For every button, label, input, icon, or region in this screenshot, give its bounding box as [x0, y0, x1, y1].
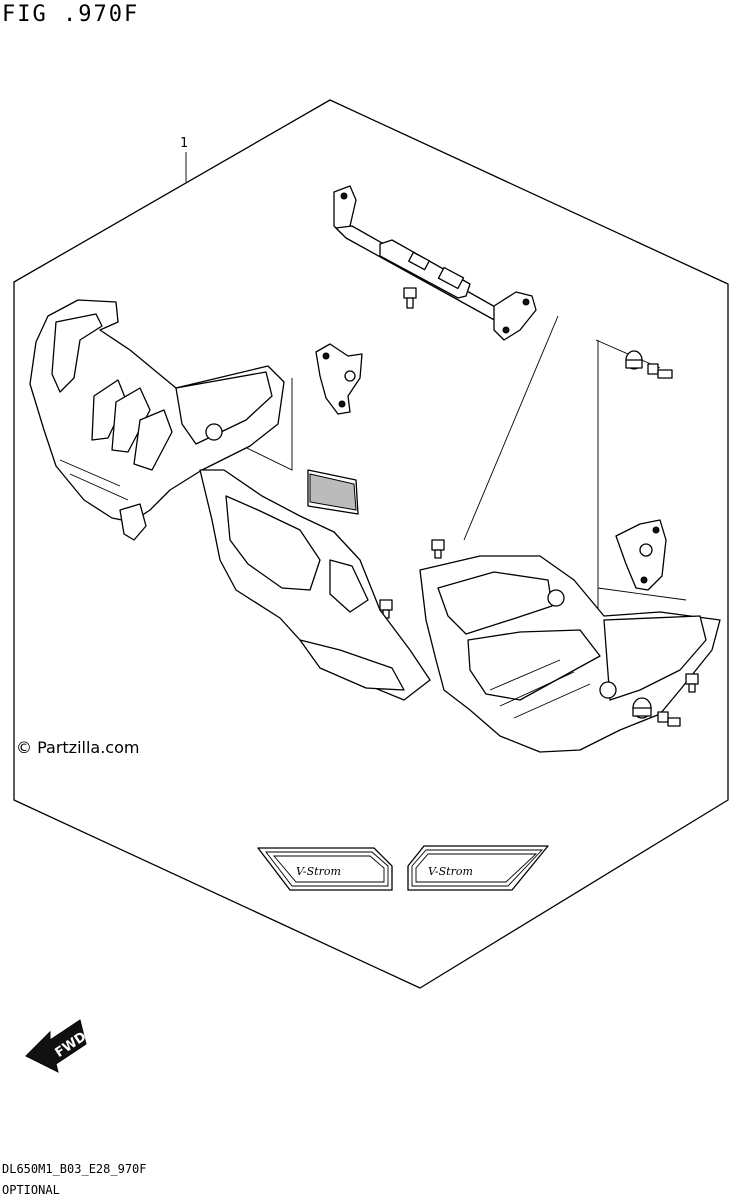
left-skid-plate[interactable]	[29, 299, 285, 541]
bolt-small-6[interactable]	[657, 711, 681, 727]
bolt-small-1[interactable]	[403, 287, 417, 309]
center-skid-plate[interactable]	[199, 469, 431, 701]
bolt-small-5[interactable]	[685, 673, 699, 693]
figure-title: FIG .970F	[2, 2, 140, 27]
crossbar-bracket[interactable]	[333, 185, 537, 341]
part-callout-1[interactable]: 1	[180, 136, 188, 151]
copyright-notice: © Partzilla.com	[16, 738, 140, 757]
emblem-left[interactable]: V-Strom	[257, 847, 393, 891]
collar-2[interactable]	[632, 697, 652, 719]
bolt-small-2[interactable]	[647, 363, 673, 379]
forward-arrow-icon: FWD	[25, 1019, 89, 1073]
emblem-right[interactable]: V-Strom	[407, 845, 549, 891]
left-mount-plate[interactable]	[315, 343, 363, 415]
collar-1[interactable]	[625, 350, 643, 370]
bolt-small-3[interactable]	[431, 539, 445, 559]
right-mount-plate[interactable]	[615, 519, 667, 591]
optional-label: OPTIONAL	[2, 1183, 60, 1197]
diagram-code: DL650M1_B03_E28_970F	[2, 1162, 147, 1176]
leader-line-crossbar	[463, 315, 559, 541]
emblem-right-text: V-Strom	[428, 865, 473, 878]
emblem-left-text: V-Strom	[296, 865, 341, 878]
rubber-pad[interactable]	[307, 469, 359, 515]
kit-boundary-hexagon	[13, 99, 729, 989]
leader-line-right-mount	[595, 339, 687, 640]
